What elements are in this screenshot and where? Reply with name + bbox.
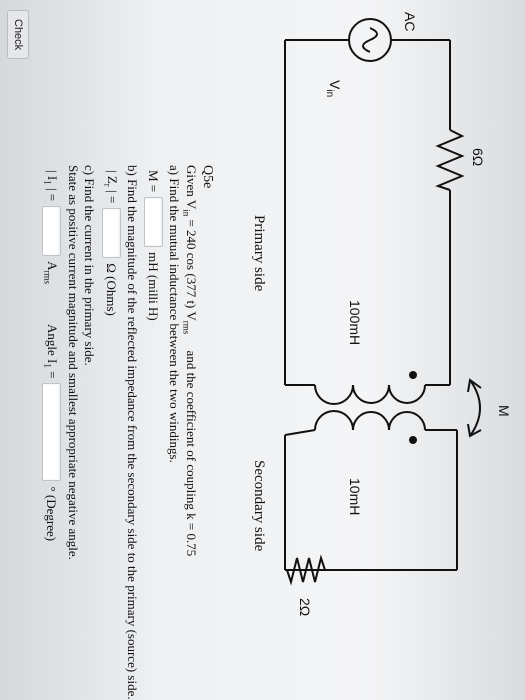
- current-mag-label: | I1 | =: [42, 170, 61, 202]
- part-a-row: M = mH (milli H): [144, 170, 163, 321]
- current-magnitude-input[interactable]: [42, 206, 61, 257]
- vin-label: Vin: [324, 80, 343, 97]
- current-mag-unit: Arms: [42, 261, 61, 285]
- mutual-label: M: [496, 405, 512, 417]
- ac-source: [348, 18, 392, 62]
- circuit-diagram: AC Vin 6Ω 100mH 10mH 2Ω M Primary side S…: [251, 12, 512, 616]
- mutual-arrowhead-left: [467, 378, 482, 393]
- ac-wave-icon: [362, 27, 378, 53]
- part-c-row: | I1 | = Arms Angle I1 = ° (Degree): [42, 170, 61, 541]
- mutual-arrow: [469, 379, 481, 437]
- part-a-label: M =: [146, 170, 162, 193]
- r1-label: 6Ω: [470, 148, 486, 166]
- part-b-text: b) Find the magnitude of the reflected i…: [125, 165, 140, 700]
- primary-dot: [409, 371, 417, 379]
- primary-inductor: [314, 384, 426, 405]
- mutual-inductance-input[interactable]: [144, 197, 163, 248]
- current-angle-label: Angle I1 =: [42, 324, 61, 379]
- given-text: Given Vin = 240 cos (377 t) Vrms and the…: [181, 165, 199, 557]
- current-angle-input[interactable]: [42, 383, 61, 482]
- l1-label: 100mH: [347, 300, 363, 345]
- part-b-label: | Zr | =: [102, 170, 121, 204]
- primary-label: Primary side: [251, 215, 267, 292]
- part-b-unit: Ω (Ohms): [104, 263, 120, 316]
- part-c-text-1: c) Find the current in the primary side.: [82, 165, 97, 366]
- part-c-text-2: State as positive current magnitude and …: [66, 165, 81, 560]
- current-angle-unit: ° (Degree): [44, 486, 60, 542]
- ac-label: AC: [402, 12, 418, 31]
- question-id: Q5e: [200, 165, 215, 189]
- part-b-row: | Zr | = Ω (Ohms): [102, 170, 121, 316]
- r2-label: 2Ω: [297, 598, 313, 616]
- l2-label: 10mH: [347, 478, 363, 515]
- secondary-label: Secondary side: [251, 460, 267, 552]
- secondary-inductor: [314, 410, 426, 431]
- part-a-unit: mH (milli H): [146, 252, 162, 321]
- secondary-inductor-bottom: [284, 429, 316, 436]
- mutual-arrowhead-right: [467, 423, 482, 438]
- reflected-impedance-input[interactable]: [102, 208, 121, 259]
- check-button[interactable]: Check: [7, 10, 29, 60]
- secondary-dot: [409, 436, 417, 444]
- resistor-6ohm: [435, 129, 465, 191]
- part-a-text: a) Find the mutual inductance between th…: [167, 165, 182, 463]
- resistor-2ohm: [286, 554, 326, 586]
